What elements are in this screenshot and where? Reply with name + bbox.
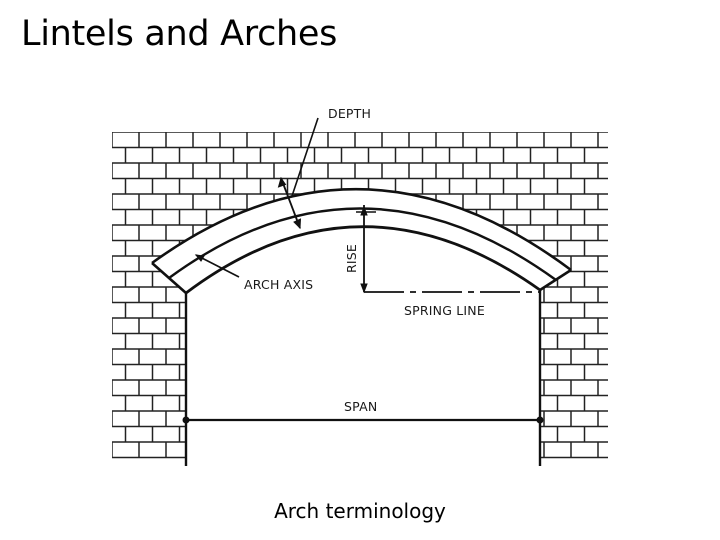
depth-leader bbox=[277, 117, 319, 230]
spring-line-label: SPRING LINE bbox=[404, 303, 485, 318]
arch-axis-line bbox=[168, 207, 557, 281]
arch-axis-leader bbox=[194, 254, 240, 278]
arch-right-end bbox=[539, 268, 572, 292]
figure-caption: Arch terminology bbox=[274, 499, 446, 523]
rise-label: RISE bbox=[344, 244, 359, 273]
arch-axis-label: ARCH AXIS bbox=[244, 277, 313, 292]
span-label: SPAN bbox=[344, 399, 377, 414]
span-dimension bbox=[182, 416, 544, 424]
slide-title: Lintels and Arches bbox=[21, 14, 338, 54]
arch-extrados bbox=[151, 187, 572, 272]
arch-intrados bbox=[185, 225, 541, 295]
wall-outline bbox=[184, 290, 542, 466]
arch-left-end bbox=[151, 262, 187, 294]
rise-dimension bbox=[356, 205, 376, 294]
depth-label: DEPTH bbox=[328, 106, 371, 121]
arch-ring bbox=[151, 187, 572, 295]
